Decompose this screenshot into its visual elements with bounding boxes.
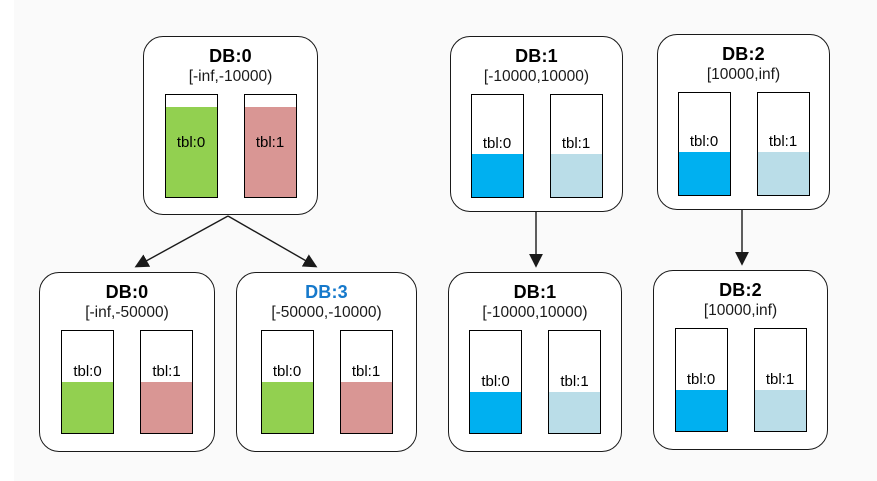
table-fill <box>550 154 602 197</box>
table-label: tbl:0 <box>73 363 102 380</box>
table-label: tbl:1 <box>255 133 285 151</box>
table-bars: tbl:0 tbl:1 <box>654 328 827 432</box>
table-fill <box>470 392 521 433</box>
left-margin <box>0 0 14 481</box>
table-fill <box>678 152 730 195</box>
table-fill <box>757 152 809 195</box>
table-bar-tbl0: tbl:0 <box>260 330 314 434</box>
db-node-db1-top: DB:1 [-10000,10000) tbl:0 tbl:1 <box>450 36 623 212</box>
table-fill <box>261 382 313 433</box>
table-bar-tbl1: tbl:1 <box>243 94 297 198</box>
table-fill <box>754 390 806 431</box>
db-range: [-10000,10000) <box>482 303 588 321</box>
db-title: DB:0 <box>105 282 149 302</box>
table-label: tbl:1 <box>560 373 589 391</box>
table-fill <box>141 382 192 433</box>
db-node-db1-bottom: DB:1 [-10000,10000) tbl:0 tbl:1 <box>448 272 622 452</box>
db-node-db3-bottom: DB:3 [-50000,-10000) tbl:0 tbl:1 <box>236 272 417 452</box>
db-node-db0-bottom: DB:0 [-inf,-50000) tbl:0 tbl:1 <box>39 272 215 452</box>
table-fill <box>165 107 217 197</box>
db-range: [10000,inf) <box>706 65 781 83</box>
table-bars: tbl:0 tbl:1 <box>40 330 214 434</box>
db-title: DB:2 <box>719 280 762 300</box>
table-bars: tbl:0 tbl:1 <box>451 94 622 198</box>
db-node-db2-bottom: DB:2 [10000,inf) tbl:0 tbl:1 <box>653 270 828 450</box>
arrow-db0top-to-db3bottom <box>227 215 318 268</box>
db-range: [-inf,-50000) <box>85 303 169 321</box>
table-bar-tbl0: tbl:0 <box>164 94 218 198</box>
table-bar-tbl1: tbl:1 <box>549 94 603 198</box>
db-title: DB:3 <box>305 282 348 302</box>
arrow-db0top-to-db0bottom <box>134 215 229 268</box>
table-label: tbl:1 <box>152 363 181 380</box>
db-range: [-inf,-10000) <box>188 67 273 85</box>
table-fill <box>471 154 523 197</box>
table-bar-tbl0: tbl:0 <box>677 92 731 196</box>
db-title: DB:1 <box>513 282 557 302</box>
table-label: tbl:0 <box>272 363 302 380</box>
db-title: DB:0 <box>209 46 252 66</box>
table-bar-tbl0: tbl:0 <box>61 330 114 434</box>
table-fill <box>62 382 113 433</box>
db-range: [-10000,10000) <box>483 67 590 85</box>
table-bar-tbl1: tbl:1 <box>548 330 601 434</box>
table-fill <box>549 392 600 433</box>
db-title: DB:1 <box>515 46 558 66</box>
db-range: [10000,inf) <box>703 301 778 319</box>
table-label: tbl:0 <box>689 133 719 151</box>
table-bar-tbl0: tbl:0 <box>674 328 728 432</box>
table-bar-tbl1: tbl:1 <box>756 92 810 196</box>
table-label: tbl:1 <box>351 363 381 380</box>
table-label: tbl:0 <box>481 373 510 391</box>
db-range: [-50000,-10000) <box>271 303 382 321</box>
db-node-db2-top: DB:2 [10000,inf) tbl:0 tbl:1 <box>657 34 830 210</box>
db-node-db0-top: DB:0 [-inf,-10000) tbl:0 tbl:1 <box>143 36 318 215</box>
table-bars: tbl:0 tbl:1 <box>449 330 621 434</box>
table-fill <box>244 107 296 197</box>
table-bar-tbl1: tbl:1 <box>339 330 393 434</box>
table-bars: tbl:0 tbl:1 <box>144 94 317 198</box>
table-fill <box>340 382 392 433</box>
table-label: tbl:0 <box>176 133 206 151</box>
table-bars: tbl:0 tbl:1 <box>237 330 416 434</box>
db-title: DB:2 <box>722 44 765 64</box>
table-label: tbl:1 <box>561 135 591 153</box>
table-label: tbl:1 <box>765 371 795 389</box>
table-fill <box>675 390 727 431</box>
table-label: tbl:1 <box>768 133 798 151</box>
table-bar-tbl1: tbl:1 <box>140 330 193 434</box>
table-bar-tbl0: tbl:0 <box>469 330 522 434</box>
table-bar-tbl0: tbl:0 <box>470 94 524 198</box>
table-bars: tbl:0 tbl:1 <box>658 92 829 196</box>
table-bar-tbl1: tbl:1 <box>753 328 807 432</box>
table-label: tbl:0 <box>686 371 716 389</box>
table-label: tbl:0 <box>482 135 512 153</box>
